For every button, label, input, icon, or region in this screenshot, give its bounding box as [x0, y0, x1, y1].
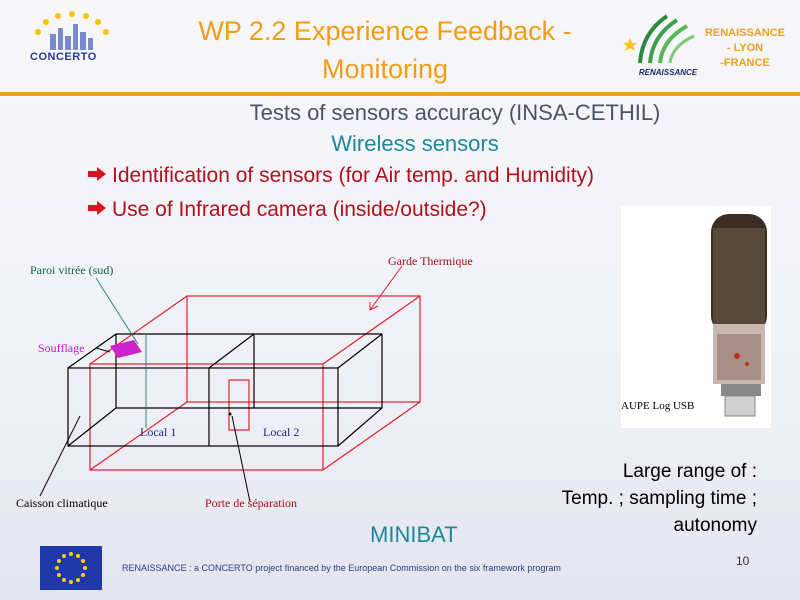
subtitle-wireless: Wireless sensors [331, 131, 499, 156]
renaissance-logo [622, 8, 702, 70]
leader-lines [39, 347, 251, 503]
eu-stars-icon [55, 552, 87, 584]
slide-title: WP 2.2 Experience Feedback - Monitoring [150, 12, 620, 88]
label-soufflage: Soufflage [38, 341, 84, 355]
info-line: Temp. ; sampling time ; [561, 488, 757, 509]
label-caisson: Caisson climatique [16, 496, 108, 510]
label-porte: Porte de séparation [205, 496, 297, 510]
renaissance-logo-graphic [623, 14, 695, 64]
renaissance-line: - LYON [726, 42, 764, 54]
bullet-item: Use of Infrared camera (inside/outside?) [88, 198, 628, 222]
title-line-1: WP 2.2 Experience Feedback - [198, 16, 572, 46]
bullet-arrow-icon [88, 201, 106, 215]
footer-text: RENAISSANCE : a CONCERTO project finance… [122, 563, 561, 573]
bullet-arrow-icon [88, 167, 106, 181]
title-divider [0, 92, 800, 96]
label-local1: Local 1 [140, 425, 176, 439]
info-line: Large range of : [622, 461, 757, 482]
page-number: 10 [736, 554, 750, 568]
concerto-logo [28, 10, 118, 70]
renaissance-location: RENAISSANCE - LYON -FRANCE [700, 26, 790, 71]
door-handle [228, 412, 232, 416]
concerto-logo-graphic [35, 11, 109, 50]
label-local2: Local 2 [263, 425, 299, 439]
usb-logger-illustration [711, 214, 767, 417]
subtitle: Tests of sensors accuracy (INSA-CETHIL) [249, 100, 661, 125]
minibat-diagram: Paroi vitrée (sud) Garde Thermique Souff… [16, 254, 473, 510]
photo-caption: AUPE Log USB [621, 400, 695, 412]
info-line: autonomy [673, 515, 757, 536]
renaissance-logo-caption: RENAISSANCE [638, 68, 698, 77]
bullet-text: Use of Infrared camera (inside/outside?) [112, 198, 487, 221]
renaissance-line: -FRANCE [720, 57, 770, 69]
bullet-item: Identification of sensors (for Air temp.… [88, 164, 628, 188]
diagram-caption: MINIBAT [370, 522, 458, 547]
garde-arrow-icon [369, 265, 403, 311]
caisson-box [67, 333, 383, 447]
sensor-info: Large range of : Temp. ; sampling time ;… [480, 458, 757, 539]
soufflage-unit [110, 340, 142, 358]
renaissance-line: RENAISSANCE [704, 27, 786, 39]
usb-logger-photo [621, 206, 771, 428]
bullet-text: Identification of sensors (for Air temp.… [112, 164, 595, 187]
label-garde: Garde Thermique [388, 254, 473, 268]
paroi-vitree-lines [95, 277, 147, 428]
eu-flag-icon [40, 546, 102, 590]
title-line-2: Monitoring [321, 54, 449, 84]
bullet-list: Identification of sensors (for Air temp.… [88, 164, 628, 232]
concerto-logo-text: CONCERTO [30, 51, 97, 63]
garde-thermique-box [89, 295, 421, 471]
label-paroi: Paroi vitrée (sud) [30, 263, 113, 277]
